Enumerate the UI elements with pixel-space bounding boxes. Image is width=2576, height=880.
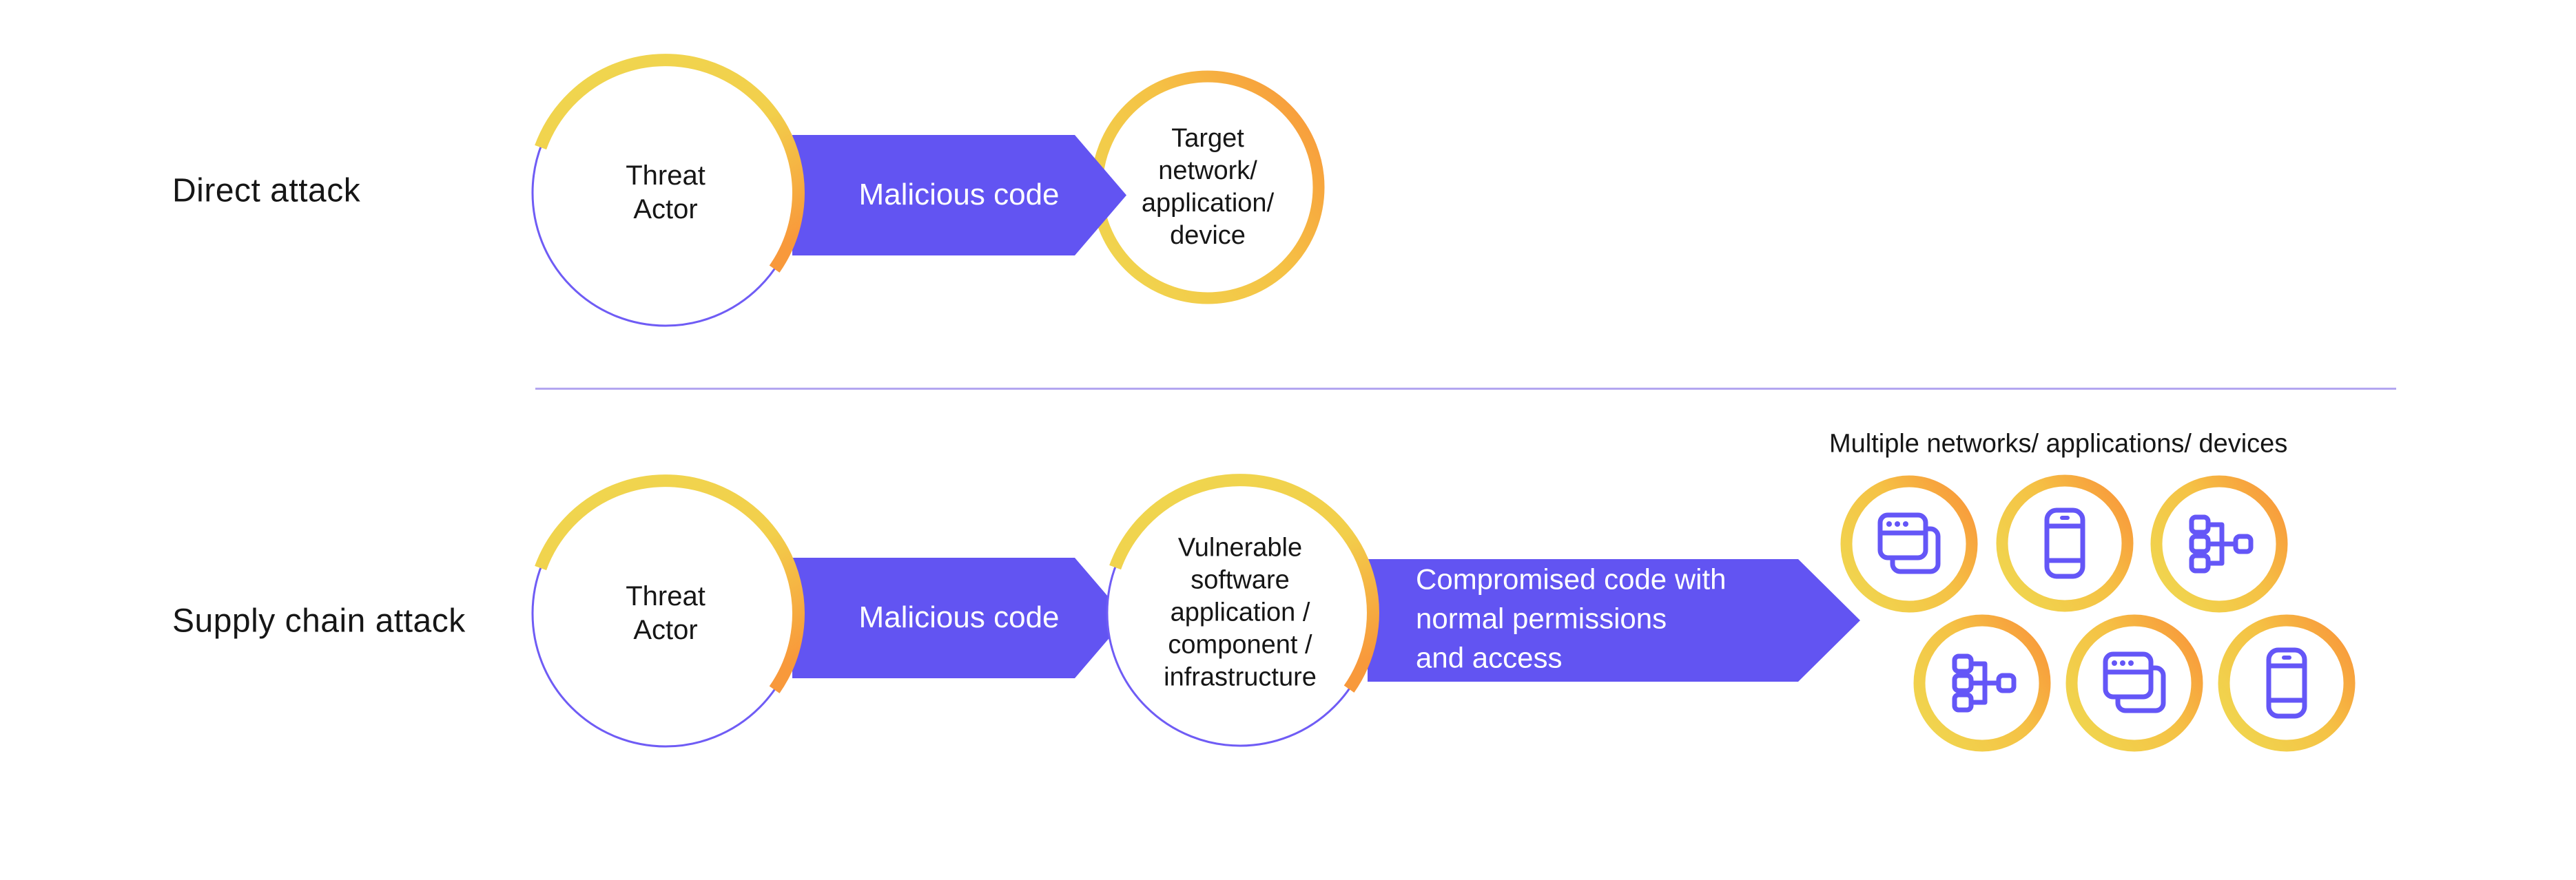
threat-actor-circle-direct	[531, 54, 805, 327]
supply-chain-attack-row-label: Supply chain attack	[172, 603, 466, 640]
threat-actor-label-direct: Threat Actor	[626, 160, 705, 224]
malicious-code-label-direct: Malicious code	[858, 178, 1060, 212]
threat-actor-circle-supply	[531, 474, 805, 748]
threat-actor-label-supply: Threat Actor	[626, 581, 705, 645]
compromised-code-label: Compromised code with normal permissions…	[1416, 563, 1727, 674]
target-icon-sitemap	[2150, 475, 2288, 613]
target-icon-smartphone-2	[2218, 614, 2356, 752]
smartphone-icon	[2047, 510, 2083, 576]
compromised-code-arrow	[1368, 559, 1860, 682]
malicious-code-arrow-direct	[792, 135, 1126, 255]
malicious-code-arrow-supply	[792, 558, 1126, 678]
vulnerable-software-label: Vulnerable software application / compon…	[1164, 533, 1317, 692]
malicious-code-label-supply: Malicious code	[858, 600, 1060, 635]
target-icon-browser-windows	[1840, 475, 1978, 613]
vulnerable-software-circle	[1106, 474, 1379, 747]
multiple-targets-heading: Multiple networks/ applications/ devices	[1829, 429, 2288, 459]
target-icon-sitemap-2	[1913, 614, 2051, 752]
section-divider	[535, 388, 2396, 390]
target-icon-smartphone	[1996, 474, 2134, 612]
target-icon-browser-windows-2	[2065, 614, 2203, 752]
smartphone-icon	[2269, 650, 2305, 716]
direct-attack-row-label: Direct attack	[172, 172, 361, 209]
target-circle-label: Target network/ application/ device	[1141, 124, 1275, 250]
